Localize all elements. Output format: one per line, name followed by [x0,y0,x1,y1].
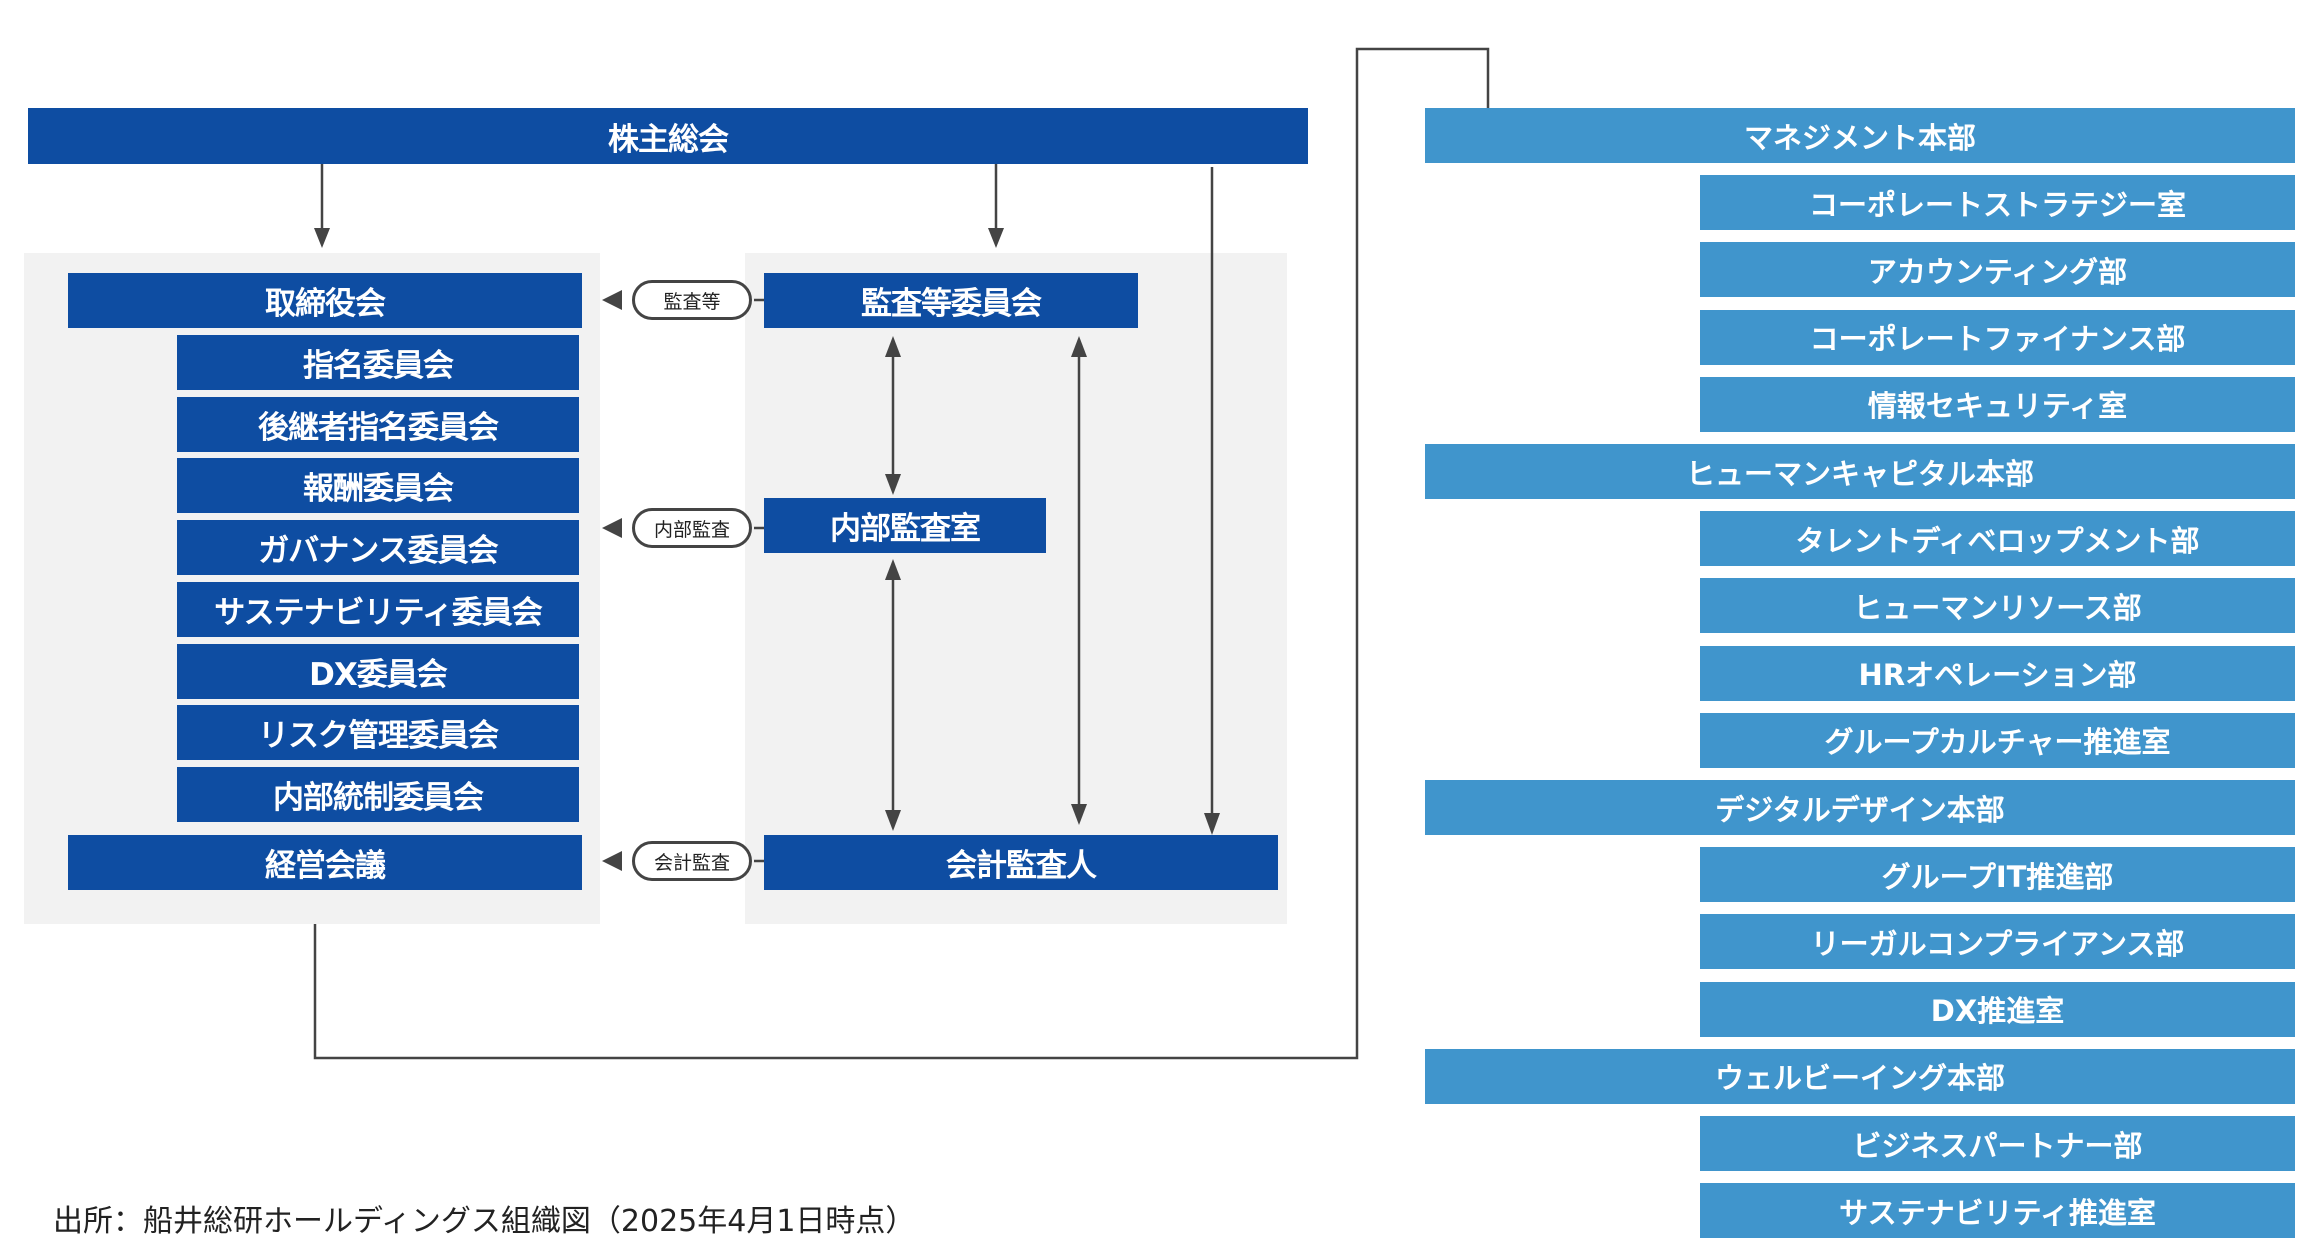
department: HRオペレーション部 [1700,645,2295,701]
division-header: デジタルデザイン本部 [1425,780,2295,835]
department: コーポレートストラテジー室 [1700,175,2295,231]
department: サステナビリティ推進室 [1700,1183,2295,1239]
department: グループカルチャー推進室 [1700,712,2295,768]
committee: 後継者指名委員会 [177,396,579,452]
committee: 指名委員会 [177,335,579,390]
committee: 内部統制委員会 [177,766,579,822]
executive-connector [313,47,1490,1060]
committee: サステナビリティ委員会 [177,581,579,637]
department: ヒューマンリソース部 [1700,578,2295,634]
relation-label-internal-audit: 内部監査 [632,508,752,548]
division-header: ウェルビーイング本部 [1425,1048,2295,1104]
relation-label-accounting-audit: 会計監査 [632,841,752,881]
committee: リスク管理委員会 [177,705,579,761]
department: 情報セキュリティ室 [1700,376,2295,432]
department: タレントディベロップメント部 [1700,511,2295,567]
management-meeting: 経営会議 [68,835,582,890]
division-header: ヒューマンキャピタル本部 [1425,444,2295,499]
committee: DX委員会 [177,643,579,699]
department: ビジネスパートナー部 [1700,1116,2295,1171]
shareholders-meeting: 株主総会 [28,108,1308,164]
internal-audit-office: 内部監査室 [764,498,1046,553]
audit-committee: 監査等委員会 [764,273,1138,328]
committee: 報酬委員会 [177,458,579,514]
division-header: マネジメント本部 [1425,108,2295,163]
department: DX推進室 [1700,981,2295,1037]
department: グループIT推進部 [1700,847,2295,903]
source-note: 出所：船井総研ホールディングス組織図（2025年4月1日時点） [53,1204,916,1239]
committee: ガバナンス委員会 [177,520,579,576]
relation-label-audit-etc: 監査等 [632,280,752,320]
department: アカウンティング部 [1700,242,2295,298]
accounting-auditor: 会計監査人 [764,835,1278,890]
department: リーガルコンプライアンス部 [1700,914,2295,970]
board-of-directors: 取締役会 [68,273,582,328]
audit-panel [745,253,1287,924]
department: コーポレートファイナンス部 [1700,309,2295,365]
